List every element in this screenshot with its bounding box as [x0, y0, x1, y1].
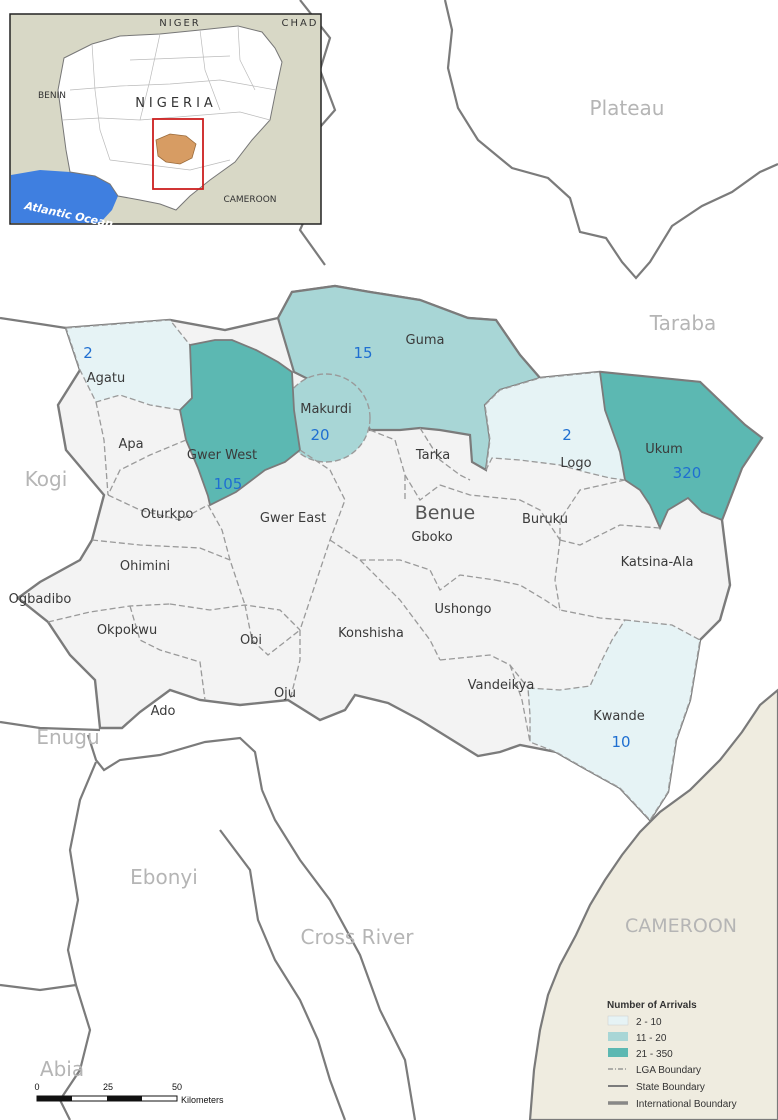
scale-tick-50: 50 [172, 1082, 182, 1092]
lga-label-konshisha: Konshisha [338, 626, 404, 641]
legend-label-lga: LGA Boundary [636, 1065, 701, 1076]
lga-labels: Agatu Guma Makurdi Gwer West Logo Ukum K… [9, 333, 694, 724]
inset-locator-map: NIGER CHAD BENIN NIGERIA CAMEROON Atlant… [9, 13, 322, 231]
inset-label-niger: NIGER [159, 18, 200, 29]
legend-title: Number of Arrivals [607, 1000, 697, 1011]
lga-label-agatu: Agatu [87, 371, 125, 386]
lga-label-katsina-ala: Katsina-Ala [621, 555, 694, 570]
lga-label-guma: Guma [406, 333, 445, 348]
inset-focus-box [152, 118, 204, 190]
legend-label-state: State Boundary [636, 1082, 705, 1093]
lga-label-ogbadibo: Ogbadibo [9, 592, 72, 607]
inset-benue-highlight [155, 133, 197, 165]
legend: Number of Arrivals 2 - 10 11 - 20 21 - 3… [607, 1000, 737, 1110]
legend-label-international: International Boundary [636, 1099, 737, 1110]
boundary-crossriver [260, 789, 417, 1120]
boundary-kogi-north [0, 316, 67, 330]
arrivals-guma: 15 [353, 344, 372, 362]
inset-label-nigeria: NIGERIA [135, 96, 217, 111]
lga-label-ohimini: Ohimini [120, 559, 170, 574]
lga-label-gboko: Gboko [411, 530, 452, 545]
inset-state-lines [61, 25, 277, 171]
legend-label-low: 2 - 10 [636, 1017, 662, 1028]
boundary-ebonyi-crossriver [219, 829, 347, 1120]
lga-label-makurdi: Makurdi [300, 402, 352, 417]
scale-unit: Kilometers [181, 1095, 224, 1105]
country-label-cameroon: CAMEROON [625, 915, 737, 937]
scale-tick-25: 25 [103, 1082, 113, 1092]
lga-kwande-fill [527, 619, 701, 822]
lga-label-ado: Ado [151, 704, 176, 719]
lga-label-oturkpo: Oturkpo [141, 507, 194, 522]
boundary-enugu-ebonyi [86, 734, 264, 791]
arrivals-logo: 2 [562, 426, 572, 444]
inset-label-chad: CHAD [281, 18, 318, 29]
lga-label-gwer-west: Gwer West [187, 448, 257, 463]
inset-label-benin: BENIN [38, 91, 66, 101]
lga-gwer-west-fill [179, 339, 301, 507]
lga-label-apa: Apa [118, 437, 143, 452]
arrivals-kwande: 10 [611, 733, 630, 751]
lga-label-okpokwu: Okpokwu [97, 623, 157, 638]
lga-label-obi: Obi [240, 633, 262, 648]
state-label-benue: Benue [415, 502, 476, 524]
state-label-cross-river: Cross River [301, 925, 415, 949]
legend-label-high: 21 - 350 [636, 1049, 673, 1060]
state-label-taraba: Taraba [649, 311, 717, 335]
state-label-kogi: Kogi [25, 467, 68, 491]
lga-agatu-fill [65, 319, 193, 411]
lga-ukum-fill [598, 370, 764, 531]
lga-boundaries [47, 401, 661, 743]
lga-label-buruku: Buruku [522, 512, 568, 527]
inset-nigeria [57, 25, 283, 211]
lga-label-vandeikya: Vandeikya [468, 678, 535, 693]
state-label-enugu: Enugu [36, 725, 99, 749]
inset-label-cameroon: CAMEROON [223, 195, 276, 205]
legend-swatch-high [608, 1048, 628, 1057]
arrivals-makurdi: 20 [310, 426, 329, 444]
lga-label-ushongo: Ushongo [435, 602, 492, 617]
state-label-abia: Abia [40, 1057, 84, 1081]
lga-label-oju: Oju [274, 686, 296, 701]
legend-label-mid: 11 - 20 [636, 1033, 667, 1044]
lga-label-logo: Logo [560, 456, 591, 471]
arrivals-agatu: 2 [83, 344, 93, 362]
lga-label-tarka: Tarka [415, 448, 450, 463]
cameroon-territory [528, 688, 778, 1120]
state-label-ebonyi: Ebonyi [130, 865, 198, 889]
lga-logo-fill [484, 371, 626, 481]
state-label-plateau: Plateau [590, 96, 665, 120]
lga-label-kwande: Kwande [593, 709, 645, 724]
lga-label-ukum: Ukum [645, 442, 683, 457]
boundary-ebonyi-west [66, 761, 98, 986]
arrival-counts: 2 15 20 105 2 320 10 [83, 344, 701, 751]
boundary-kogi-enugu [0, 720, 101, 732]
legend-swatch-low [607, 1015, 629, 1026]
legend-swatch-mid [608, 1032, 628, 1041]
inset-ocean [11, 170, 118, 223]
boundary-plateau-taraba [443, 0, 778, 280]
arrivals-ukum: 320 [673, 464, 702, 482]
scale-bar: 0 25 50 Kilometers [34, 1082, 224, 1105]
arrivals-gwer-west: 105 [214, 475, 243, 493]
scale-tick-0: 0 [34, 1082, 39, 1092]
lga-label-gwer-east: Gwer East [260, 511, 326, 526]
